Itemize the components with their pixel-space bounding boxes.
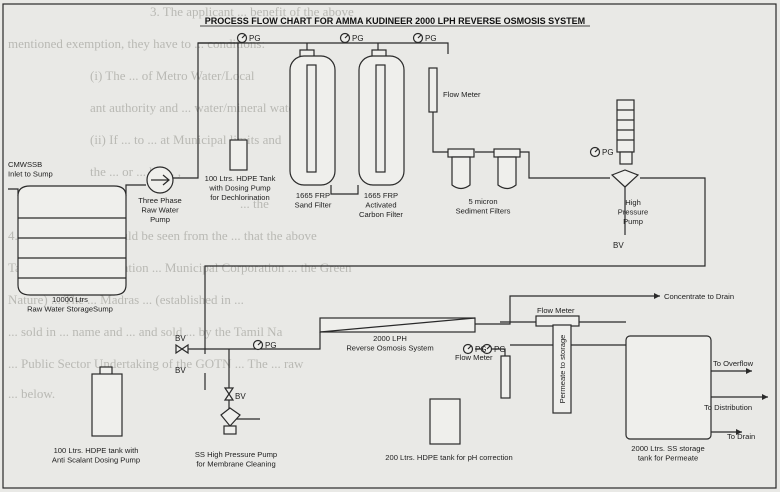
equipment: PG PG PG PG PG PG PG (17, 32, 768, 445)
pressure-gauge-icon: PG (589, 146, 614, 158)
background-text-line: 3. The applicant ... benefit of the abov… (150, 4, 354, 19)
sand-filter (289, 49, 336, 186)
label-to-distribution: To Distribution (704, 403, 752, 412)
gauge-label: PG (425, 34, 437, 43)
background-text-line: ant authority and ... water/mineral wate… (90, 100, 301, 115)
label-bv-3: BV (175, 366, 186, 375)
bv-valve-icon (175, 343, 189, 355)
gauge-label: PG (602, 148, 614, 157)
sediment-filters (447, 148, 521, 190)
label-to-overflow: To Overflow (713, 359, 754, 368)
ro-membranes (319, 317, 476, 333)
background-text-line: (ii) If ... to ... at Municipal limits a… (90, 132, 282, 147)
high-pressure-pump (610, 99, 640, 188)
permeate-box (552, 324, 572, 414)
cleaning-pump (220, 407, 241, 435)
pressure-gauge-icon: PG (236, 32, 261, 44)
gauge-label: PG (249, 34, 261, 43)
background-text-line: ... Public Sector Undertaking of the GOT… (8, 356, 304, 371)
label-bv-2: BV (175, 334, 186, 343)
piping (8, 42, 768, 433)
background-text-line: (i) The ... of Metro Water/Local (90, 68, 255, 83)
background-text-line: Nature) ... The ... Madras ... (establis… (8, 292, 244, 307)
label-flow-meter-1: Flow Meter (443, 90, 481, 99)
gauge-label: PG (352, 34, 364, 43)
carbon-filter (358, 49, 405, 186)
label-concentrate-drain: Concentrate to Drain (664, 292, 734, 301)
diagram-border (2, 3, 777, 489)
raw-water-sump (17, 185, 127, 296)
label-bv-4: BV (235, 392, 246, 401)
pressure-gauge-icon: PG (462, 343, 487, 355)
label-bv-1: BV (613, 241, 624, 250)
background-text-line: ... the (240, 196, 269, 211)
flow-meter-1 (428, 67, 438, 113)
pressure-gauge-icon: PG (252, 339, 277, 351)
flow-meter-3 (500, 355, 511, 399)
label-ph-tank: 200 Ltrs. HDPE tank for pH correction (385, 453, 512, 462)
gauge-label: PG (265, 341, 277, 350)
label-flow-meter-2: Flow Meter (537, 306, 575, 315)
pressure-gauge-icon: PG (339, 32, 364, 44)
label-permeate: Permeate to storage (558, 335, 567, 404)
background-text-line: ... below. (8, 386, 55, 401)
bv-valve-icon-2 (223, 387, 235, 401)
label-flow-meter-3: Flow Meter (455, 353, 493, 362)
gauge-label: PG (494, 345, 506, 354)
label-to-drain: To Drain (727, 432, 755, 441)
ph-correction-tank (429, 398, 461, 445)
gauge-label: PG (475, 345, 487, 354)
pressure-gauge-icon: PG (481, 343, 506, 355)
antiscalant-tank (91, 366, 123, 437)
background-text-line: ... sold in ... name and ... and sold ..… (8, 324, 283, 339)
raw-water-pump-icon (146, 166, 174, 194)
dechlorination-tank (229, 139, 248, 171)
background-text-line: mentioned exemption, they have to ... co… (8, 36, 265, 51)
ss-storage-tank (625, 335, 712, 440)
pressure-gauges: PG PG PG PG PG PG PG (236, 32, 614, 355)
diagram-title: PROCESS FLOW CHART FOR AMMA KUDINEER 200… (205, 16, 585, 26)
pressure-gauge-icon: PG (412, 32, 437, 44)
